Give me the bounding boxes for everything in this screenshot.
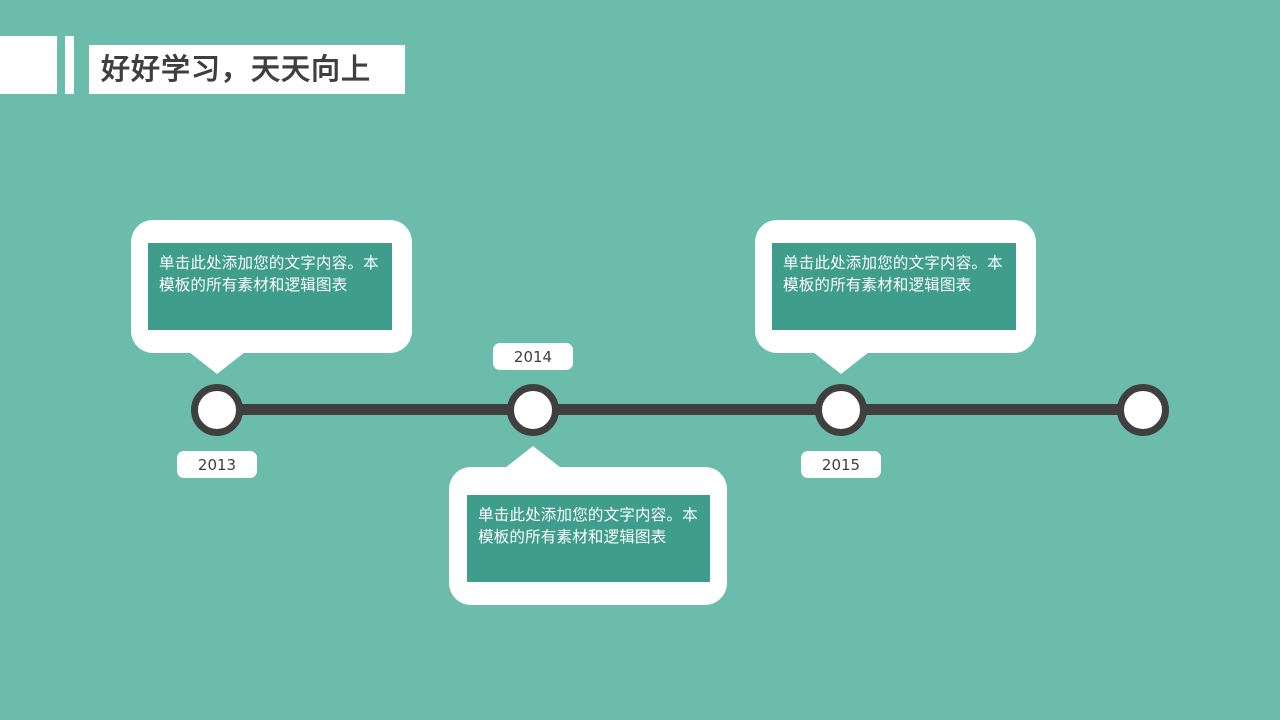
- timeline-node-2013[interactable]: [191, 384, 243, 436]
- callout-text-left: 单击此处添加您的文字内容。本模板的所有素材和逻辑图表: [159, 254, 379, 295]
- timeline-node-2014[interactable]: [507, 384, 559, 436]
- timeline-node-end[interactable]: [1117, 384, 1169, 436]
- callout-tail-center: [505, 446, 561, 468]
- callout-inner-panel-left: 单击此处添加您的文字内容。本模板的所有素材和逻辑图表: [148, 243, 392, 330]
- timeline-node-2015[interactable]: [815, 384, 867, 436]
- header-bar-decoration: [65, 36, 74, 94]
- callout-text-center: 单击此处添加您的文字内容。本模板的所有素材和逻辑图表: [478, 506, 698, 547]
- header-square-decoration: [0, 36, 57, 94]
- callout-bubble-left[interactable]: 单击此处添加您的文字内容。本模板的所有素材和逻辑图表: [131, 220, 412, 353]
- callout-inner-panel-right: 单击此处添加您的文字内容。本模板的所有素材和逻辑图表: [772, 243, 1016, 330]
- callout-tail-left: [189, 352, 245, 374]
- callout-tail-right: [813, 352, 869, 374]
- page-title-plate: 好好学习，天天向上: [89, 45, 405, 94]
- year-label-2013: 2013: [177, 451, 257, 478]
- year-label-2015: 2015: [801, 451, 881, 478]
- year-label-2014: 2014: [493, 343, 573, 370]
- page-title: 好好学习，天天向上: [101, 52, 372, 86]
- timeline-axis: [217, 404, 1143, 415]
- callout-text-right: 单击此处添加您的文字内容。本模板的所有素材和逻辑图表: [783, 254, 1003, 295]
- callout-inner-panel-center: 单击此处添加您的文字内容。本模板的所有素材和逻辑图表: [467, 495, 710, 582]
- callout-bubble-center[interactable]: 单击此处添加您的文字内容。本模板的所有素材和逻辑图表: [449, 467, 727, 605]
- callout-bubble-right[interactable]: 单击此处添加您的文字内容。本模板的所有素材和逻辑图表: [755, 220, 1036, 353]
